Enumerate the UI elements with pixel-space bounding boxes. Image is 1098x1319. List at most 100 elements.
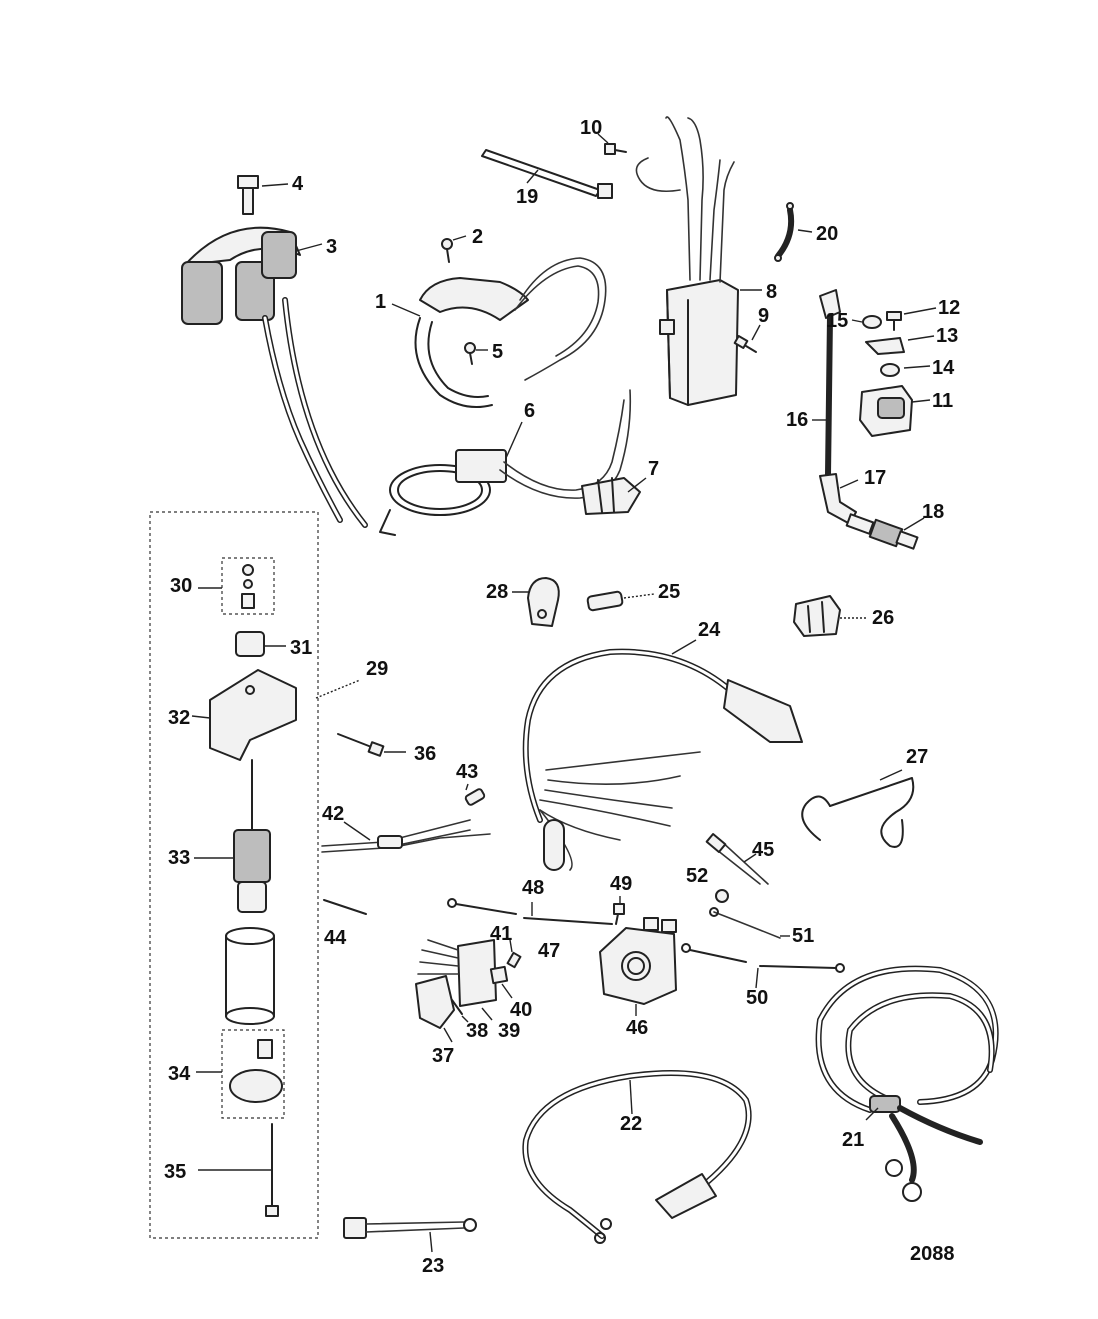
part-20-ground-strap bbox=[774, 202, 813, 262]
callout-3: 3 bbox=[326, 236, 337, 258]
starter-housing bbox=[225, 927, 275, 1025]
part-38-screw bbox=[451, 999, 469, 1023]
callout-16: 16 bbox=[786, 409, 808, 431]
part-7-terminal-block bbox=[581, 477, 647, 515]
callout-52: 52 bbox=[686, 865, 708, 887]
part-49-screw bbox=[613, 896, 625, 925]
callout-28: 28 bbox=[486, 581, 508, 603]
callout-40: 40 bbox=[510, 999, 532, 1021]
part-35-through-bolt bbox=[198, 1123, 279, 1217]
part-14-nut bbox=[880, 363, 931, 377]
callout-11: 11 bbox=[932, 390, 953, 412]
callout-25: 25 bbox=[658, 581, 680, 603]
part-52-nut bbox=[715, 889, 729, 903]
callout-41: 41 bbox=[490, 923, 512, 945]
part-32-bracket bbox=[191, 669, 297, 761]
callout-2: 2 bbox=[472, 226, 483, 248]
callout-50: 50 bbox=[746, 987, 768, 1009]
part-24-harness bbox=[522, 639, 803, 871]
callout-45: 45 bbox=[752, 839, 774, 861]
part-12-screw bbox=[886, 307, 937, 331]
part-34-end-cap bbox=[196, 1029, 285, 1119]
callout-47: 47 bbox=[538, 940, 560, 962]
callout-18: 18 bbox=[922, 501, 944, 523]
part-40-clip bbox=[489, 965, 513, 999]
callout-21: 21 bbox=[842, 1129, 864, 1151]
part-31-nut bbox=[235, 631, 286, 657]
part-6-coil-ring bbox=[379, 389, 632, 536]
callout-17: 17 bbox=[864, 467, 886, 489]
callout-20: 20 bbox=[816, 223, 838, 245]
callout-29: 29 bbox=[366, 658, 388, 680]
callout-5: 5 bbox=[492, 341, 503, 363]
part-44-tie bbox=[323, 899, 367, 915]
part-33-armature bbox=[194, 759, 271, 913]
callout-10: 10 bbox=[580, 117, 602, 139]
part-13-clip bbox=[865, 335, 935, 355]
callout-51: 51 bbox=[792, 925, 814, 947]
part-45-lead bbox=[705, 833, 769, 885]
callout-9: 9 bbox=[758, 305, 769, 327]
callout-15: 15 bbox=[826, 310, 848, 332]
part-36-long-bolt bbox=[337, 733, 406, 757]
callout-13: 13 bbox=[936, 325, 958, 347]
callout-14: 14 bbox=[932, 357, 955, 379]
callout-44: 44 bbox=[324, 927, 347, 949]
part-43-connector bbox=[464, 783, 486, 806]
part-19-cable-tie bbox=[481, 149, 613, 199]
callout-49: 49 bbox=[610, 873, 632, 895]
part-28-clamp bbox=[512, 577, 560, 627]
callout-4: 4 bbox=[292, 173, 304, 195]
callout-23: 23 bbox=[422, 1255, 444, 1277]
callout-36: 36 bbox=[414, 743, 436, 765]
part-16-plug-lead bbox=[812, 289, 841, 478]
part-30-brush-kit bbox=[198, 557, 275, 615]
part-3-stator bbox=[181, 226, 368, 528]
callout-12: 12 bbox=[938, 297, 960, 319]
part-25-fuse bbox=[586, 590, 655, 612]
figure-number: 2088 bbox=[910, 1243, 955, 1265]
part-2-screw bbox=[441, 235, 467, 263]
part-15-washer bbox=[851, 315, 882, 329]
callout-48: 48 bbox=[522, 877, 544, 899]
part-26-fuse-holder bbox=[793, 595, 866, 637]
callout-22: 22 bbox=[620, 1113, 642, 1135]
part-50-cable bbox=[681, 943, 845, 989]
callout-6: 6 bbox=[524, 400, 535, 422]
callout-8: 8 bbox=[766, 281, 777, 303]
callout-30: 30 bbox=[170, 575, 192, 597]
part-48-cable bbox=[447, 898, 613, 925]
callout-labels: 1 2 3 4 5 6 7 8 9 10 11 12 13 14 15 16 1… bbox=[164, 117, 960, 1277]
callout-42: 42 bbox=[322, 803, 344, 825]
callout-39: 39 bbox=[498, 1020, 520, 1042]
part-29-leader bbox=[315, 679, 361, 699]
part-11-coil bbox=[859, 385, 931, 437]
callout-24: 24 bbox=[698, 619, 721, 641]
part-27-bracket bbox=[801, 769, 915, 848]
callout-34: 34 bbox=[168, 1063, 191, 1085]
callout-35: 35 bbox=[164, 1161, 186, 1183]
part-4-bolt bbox=[237, 175, 289, 215]
part-46-solenoid bbox=[599, 917, 677, 1016]
part-42-harness bbox=[321, 819, 491, 853]
callout-33: 33 bbox=[168, 847, 190, 869]
starter-kit-box bbox=[149, 511, 319, 1239]
callout-27: 27 bbox=[906, 746, 928, 768]
part-5-screw bbox=[464, 342, 488, 365]
part-18-spark-plug bbox=[845, 513, 925, 550]
part-23-ground-lead bbox=[343, 1217, 477, 1253]
part-22-cable bbox=[522, 1070, 752, 1244]
callout-32: 32 bbox=[168, 707, 190, 729]
callout-31: 31 bbox=[290, 637, 312, 659]
callout-46: 46 bbox=[626, 1017, 648, 1039]
part-39-rectifier bbox=[417, 939, 497, 1021]
callout-19: 19 bbox=[516, 186, 538, 208]
part-10-screw bbox=[597, 133, 627, 155]
part-21-battery-cables bbox=[815, 965, 999, 1202]
part-8-switch-box bbox=[635, 116, 762, 406]
part-17-plug-boot bbox=[819, 473, 859, 525]
callout-37: 37 bbox=[432, 1045, 454, 1067]
part-9-screw bbox=[733, 324, 761, 353]
callout-26: 26 bbox=[872, 607, 894, 629]
